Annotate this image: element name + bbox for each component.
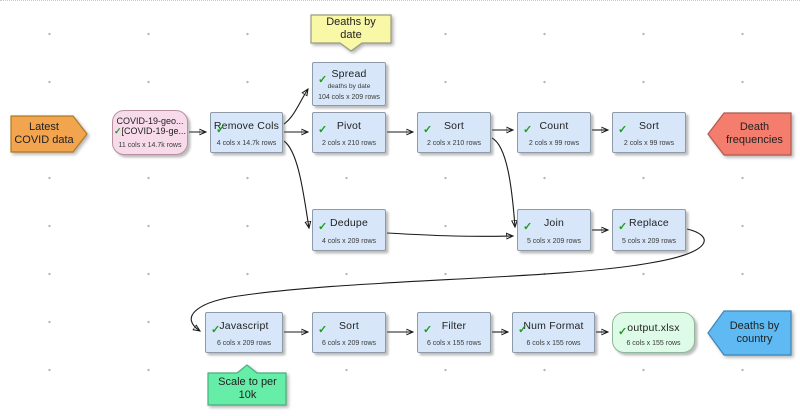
wire-removecols-spread (283, 89, 308, 125)
check-icon: ✓ (423, 324, 433, 336)
node-stats: 6 cols x 209 rows (216, 340, 272, 347)
node-title: Sort (338, 320, 360, 332)
node-pivot[interactable]: ✓ Pivot 2 cols x 210 rows (312, 112, 386, 153)
node-stats: 5 cols x 209 rows (621, 238, 677, 245)
check-icon: ✓ (423, 124, 433, 136)
node-spread[interactable]: ✓ Spread deaths by date 104 cols x 209 r… (312, 62, 386, 106)
note-arrow-right-shape (10, 115, 88, 153)
node-title: output.xlsx (627, 322, 680, 334)
check-icon: ✓ (318, 74, 328, 86)
check-icon: ✓ (216, 124, 226, 136)
node-num-format[interactable]: ✓ Num Format 6 cols x 155 rows (512, 312, 595, 353)
node-stats: 2 cols x 210 rows (321, 140, 377, 147)
node-title: Pivot (336, 120, 362, 132)
check-icon: ✓ (523, 221, 533, 233)
node-stats: 104 cols x 209 rows (318, 94, 380, 101)
note-line: date (340, 29, 362, 41)
wire-dedupe-join (386, 232, 513, 236)
node-stats: 6 cols x 209 rows (321, 340, 377, 347)
node-join[interactable]: ✓ Join 5 cols x 209 rows (517, 209, 591, 251)
note-deaths-by-country[interactable]: Deaths by country (707, 310, 792, 356)
check-icon: ✓ (618, 124, 628, 136)
node-stats: 2 cols x 99 rows (528, 140, 580, 147)
node-stats: 2 cols x 99 rows (623, 140, 675, 147)
node-title: Filter (441, 320, 467, 332)
wire-sort-join (491, 137, 515, 227)
node-title: Join (543, 217, 565, 229)
node-title: Sort (638, 120, 660, 132)
note-arrow-left-shape (707, 112, 792, 156)
node-stats: 2 cols x 210 rows (426, 140, 482, 147)
node-stats: 6 cols x 155 rows (626, 340, 681, 347)
note-line: Deaths by (326, 16, 376, 28)
node-dedupe[interactable]: ✓ Dedupe 4 cols x 209 rows (312, 209, 386, 251)
note-line: country (736, 333, 773, 345)
check-icon: ✓ (618, 326, 628, 338)
node-count[interactable]: ✓ Count 2 cols x 99 rows (517, 112, 591, 153)
node-stats: 4 cols x 14.7k rows (216, 140, 277, 147)
node-title: Remove Cols (213, 120, 280, 132)
node-title: Dedupe (330, 217, 368, 229)
note-line: Death (739, 121, 770, 133)
check-icon: ✓ (523, 124, 533, 136)
wire-removecols-dedupe (283, 140, 309, 228)
note-latest-covid-data[interactable]: Latest COVID data (10, 115, 88, 153)
node-sort-1[interactable]: ✓ Sort 2 cols x 210 rows (417, 112, 491, 153)
node-sort-2[interactable]: ✓ Sort 2 cols x 99 rows (612, 112, 686, 153)
check-icon: ✓ (211, 324, 221, 336)
node-stats: 5 cols x 209 rows (526, 238, 582, 245)
note-deaths-by-date[interactable]: Deaths by date (310, 14, 392, 52)
input-title: COVID-19-geo... (116, 116, 184, 126)
note-tail-down-shape (310, 14, 392, 52)
node-title: Sort (443, 120, 465, 132)
node-title: Count (539, 120, 569, 132)
node-title: Javascript (219, 320, 269, 332)
node-replace[interactable]: ✓ Replace 5 cols x 209 rows (612, 209, 686, 251)
node-title: Num Format (523, 320, 584, 332)
note-tail-up-shape (207, 364, 287, 406)
node-title: Replace (629, 217, 669, 229)
note-line: Scale to per (218, 376, 277, 388)
note-line: Latest (29, 121, 59, 133)
input-filename: [COVID-19-ge... (121, 126, 187, 136)
node-remove-cols[interactable]: ✓ Remove Cols 4 cols x 14.7k rows (210, 112, 283, 153)
note-arrow-left-shape (707, 310, 792, 356)
check-icon: ✓ (318, 221, 328, 233)
check-icon: ✓ (618, 221, 628, 233)
node-filter[interactable]: ✓ Filter 6 cols x 155 rows (417, 312, 491, 353)
node-javascript[interactable]: ✓ Javascript 6 cols x 209 rows (205, 312, 283, 353)
wire-replace-javascript (190, 228, 705, 331)
node-input-covid-data[interactable]: COVID-19-geo... ✓[COVID-19-ge... 11 cols… (112, 110, 188, 155)
note-scale-to-per-10k[interactable]: Scale to per 10k (207, 364, 288, 406)
note-line: COVID data (14, 134, 74, 146)
note-death-frequencies[interactable]: Death frequencies (707, 112, 792, 156)
node-title: Spread (331, 68, 367, 80)
node-comment: deaths by date (327, 83, 371, 90)
check-icon: ✓ (113, 126, 122, 136)
note-line: frequencies (726, 134, 783, 146)
node-output-xlsx[interactable]: ✓ output.xlsx 6 cols x 155 rows (612, 312, 695, 353)
check-icon: ✓ (318, 324, 328, 336)
node-stats: 4 cols x 209 rows (321, 238, 377, 245)
check-icon: ✓ (318, 124, 328, 136)
check-icon: ✓ (518, 324, 528, 336)
note-line: 10k (238, 389, 257, 401)
node-stats: 6 cols x 155 rows (526, 340, 581, 347)
node-stats: 6 cols x 155 rows (426, 340, 482, 347)
node-sort-3[interactable]: ✓ Sort 6 cols x 209 rows (312, 312, 386, 353)
node-stats: 11 cols x 14.7k rows (118, 142, 182, 149)
note-line: Deaths by (729, 320, 780, 332)
